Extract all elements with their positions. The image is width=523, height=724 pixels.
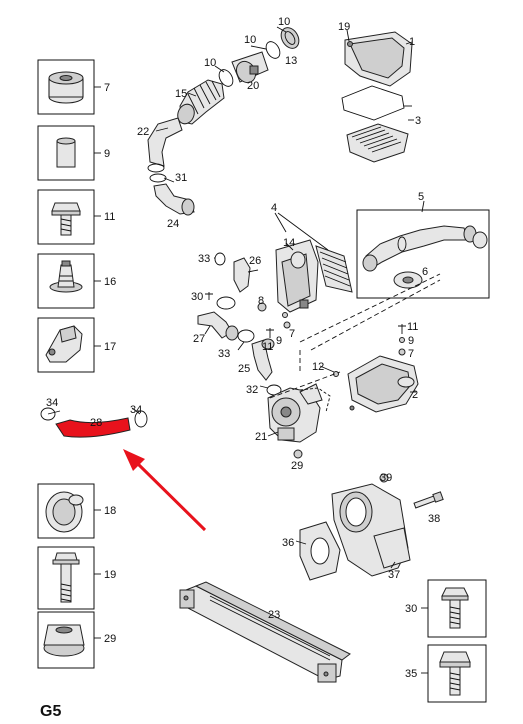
resonator-housing <box>275 239 319 313</box>
callout-8: 8 <box>258 295 264 307</box>
fasteners-mid <box>266 312 291 338</box>
label-7: 7 <box>104 82 110 94</box>
side-panel-29: 29 <box>37 611 116 669</box>
callout-9a: 9 <box>276 335 282 347</box>
small-hose-26 <box>233 257 251 293</box>
callout-36: 36 <box>282 537 294 549</box>
side-panel-9: 9 <box>37 125 110 181</box>
air-filter-element <box>346 119 414 163</box>
side-panel-17: 17 <box>37 317 116 373</box>
air-filter-cover <box>344 29 413 87</box>
upper-intake-pipe <box>147 117 183 183</box>
callout-7a: 7 <box>289 328 295 340</box>
callout-7b: 7 <box>408 348 414 360</box>
callout-32: 32 <box>246 384 258 396</box>
callout-24: 24 <box>167 218 179 230</box>
maf-assembly <box>218 27 300 87</box>
callout-19: 19 <box>338 21 350 33</box>
leader-lines <box>47 26 335 545</box>
side-panel-7: 7 <box>37 59 110 115</box>
callout-39: 39 <box>380 472 392 484</box>
callout-2: 2 <box>412 389 418 401</box>
turbocharger <box>266 383 331 459</box>
highlighted-charge-hose-28 <box>40 407 148 438</box>
callout-1: 1 <box>409 36 415 48</box>
callout-26: 26 <box>249 255 261 267</box>
intercooler-23 <box>179 581 351 683</box>
callout-22: 22 <box>137 126 149 138</box>
side-panel-11: 11 <box>37 189 115 245</box>
highlight-arrow <box>123 449 207 532</box>
callout-10b: 10 <box>244 34 256 46</box>
label-19: 19 <box>104 569 116 581</box>
side-panel-19: 19 <box>37 546 116 610</box>
hose-27 <box>197 311 239 341</box>
intake-bellows-hose <box>177 79 225 125</box>
callout-27: 27 <box>193 333 205 345</box>
label-29: 29 <box>104 633 116 645</box>
callout-31: 31 <box>175 172 187 184</box>
air-box-lower <box>347 355 419 413</box>
callout-23: 23 <box>268 609 280 621</box>
callout-13: 13 <box>285 55 297 67</box>
callout-4: 4 <box>271 202 277 214</box>
callout-3: 3 <box>415 115 421 127</box>
callout-30: 30 <box>191 291 203 303</box>
side-panel-18: 18 <box>37 483 116 539</box>
throttle-gasket-36 <box>299 521 341 581</box>
label-11: 11 <box>104 211 115 223</box>
callout-37: 37 <box>388 569 400 581</box>
right-panel-30: 30 <box>405 579 487 638</box>
bolt-38 <box>413 491 444 509</box>
callout-15: 15 <box>175 88 187 100</box>
callout-10c: 10 <box>204 57 216 69</box>
callout-21: 21 <box>255 431 267 443</box>
hose-detail-box <box>356 200 490 299</box>
callout-5: 5 <box>418 191 424 203</box>
callout-34b: 34 <box>130 404 142 416</box>
callout-33b: 33 <box>218 348 230 360</box>
label-35-right: 35 <box>405 668 417 680</box>
callout-10a: 10 <box>278 16 290 28</box>
clamp-33-lower <box>237 329 255 343</box>
callout-25: 25 <box>238 363 250 375</box>
throttle-body-37 <box>331 473 411 577</box>
filter-seal <box>341 85 412 121</box>
label-16: 16 <box>104 276 116 288</box>
lower-intake-elbow <box>153 183 195 216</box>
hose-25 <box>251 338 275 381</box>
callout-numbers: 1 2 3 4 5 6 7 7 8 9 9 10 10 10 11 11 12 … <box>46 16 440 621</box>
clamp-33-mid <box>216 296 236 310</box>
callout-38: 38 <box>428 513 440 525</box>
assembly-guide-lines <box>269 273 441 399</box>
side-panel-16: 16 <box>37 253 116 309</box>
callout-29: 29 <box>291 460 303 472</box>
callout-33a: 33 <box>198 253 210 265</box>
callout-12: 12 <box>312 361 324 373</box>
label-17: 17 <box>104 341 116 353</box>
page-code: G5 <box>40 703 61 720</box>
callout-14: 14 <box>283 237 295 249</box>
callout-6: 6 <box>422 266 428 278</box>
callout-11b: 11 <box>407 321 418 333</box>
label-18: 18 <box>104 505 116 517</box>
callout-28: 28 <box>90 417 102 429</box>
callout-9b: 9 <box>408 335 414 347</box>
callout-34a: 34 <box>46 397 58 409</box>
clamp-33-upper <box>214 252 226 266</box>
label-9: 9 <box>104 148 110 160</box>
filter-screen <box>315 245 353 293</box>
callout-11a: 11 <box>262 341 273 353</box>
right-panel-35: 35 <box>405 644 487 703</box>
label-30-right: 30 <box>405 603 417 615</box>
clip-30-and-nut-8 <box>205 292 267 312</box>
callout-20: 20 <box>247 80 259 92</box>
